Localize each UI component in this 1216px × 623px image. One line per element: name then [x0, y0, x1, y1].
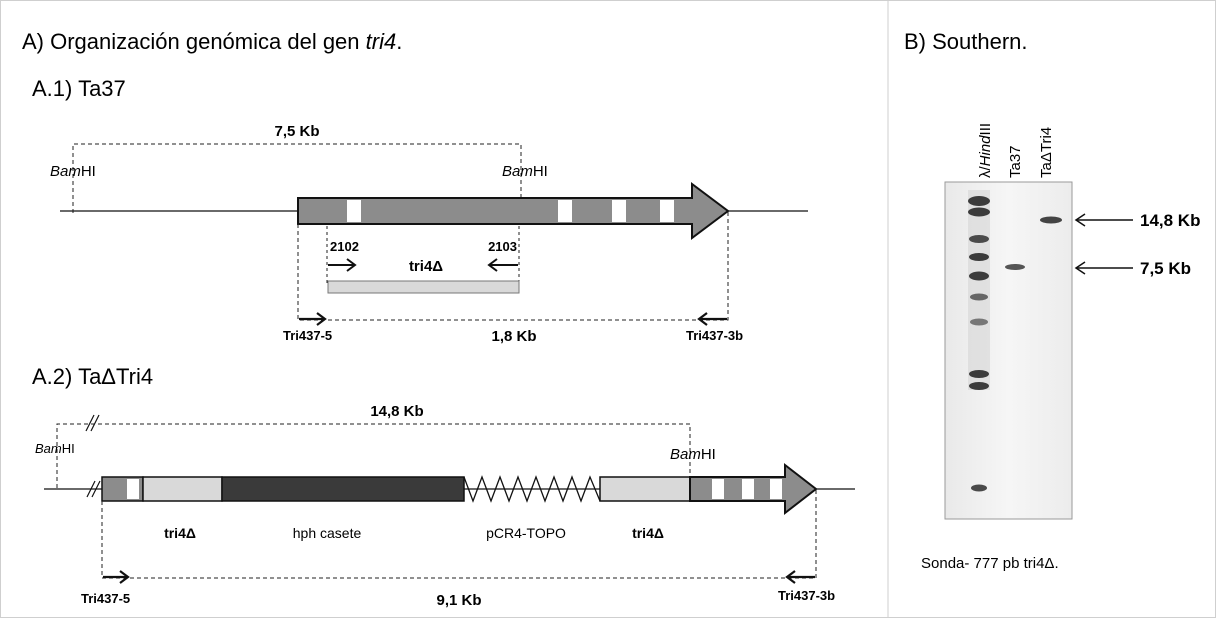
ladder-band [970, 293, 988, 301]
a2-tri4-delta-left-segment [142, 476, 223, 502]
a2-primer-tri437-3b-arrow [785, 570, 815, 584]
a2-break-mark-top [85, 414, 95, 432]
a1-amplicon-bracket [297, 211, 729, 321]
a1-intron-3 [612, 200, 626, 222]
a2-amplicon-bracket [101, 489, 817, 579]
band-arrow-7-5 [1074, 261, 1133, 275]
a1-tri4-delta-fragment [327, 280, 520, 294]
a2-intron-3 [770, 479, 782, 499]
band-label-14-8: 14,8 Kb [1140, 211, 1200, 230]
ladder-band [970, 318, 988, 326]
a2-primer-tri437-5-arrow [103, 570, 130, 584]
ladder-band [971, 484, 987, 492]
lane-3-label: TaΔTri4 [1038, 127, 1055, 178]
a2-pcr4-topo-vector [463, 475, 601, 503]
a1-tri4-gene-arrow [297, 182, 730, 240]
ladder-band [969, 370, 989, 378]
a1-primer-2102-label: 2102 [330, 239, 359, 254]
a2-tri4-delta-right-label: tri4Δ [632, 525, 664, 541]
a1-primer-rev-label: Tri437-3b [686, 328, 743, 343]
a2-diagram: 14,8 Kb BamHI BamHI tri4Δ hph casete pCR… [35, 403, 855, 609]
a1-label: A.1) Ta37 [32, 76, 126, 101]
ladder-band [969, 271, 989, 281]
a2-bamhi-right: BamHI [670, 446, 716, 463]
a2-amplicon-size: 9,1 Kb [436, 592, 481, 609]
a1-diagram: 7,5 Kb BamHI BamHI 2102 2103 tri4Δ [50, 123, 808, 345]
lane-2-label: Ta37 [1007, 145, 1024, 178]
panel-a-title: A) Organización genómica del gen tri4. [22, 29, 402, 54]
panel-b-title: B) Southern. [904, 29, 1028, 54]
band-label-7-5: 7,5 Kb [1140, 259, 1191, 278]
a1-intron-4 [660, 200, 674, 222]
a1-primer-tri437-3b-arrow [697, 312, 727, 326]
a1-primer-2103-label: 2103 [488, 239, 517, 254]
ladder-band [968, 196, 990, 206]
a1-amplicon-size: 1,8 Kb [491, 328, 536, 345]
a2-tri4-delta-left-label: tri4Δ [164, 525, 196, 541]
a1-size-label: 7,5 Kb [274, 123, 319, 140]
ladder-band [969, 235, 989, 243]
ladder-band [969, 253, 989, 261]
band-arrow-14-8 [1074, 213, 1133, 227]
a1-tri4-delta-label: tri4Δ [409, 258, 443, 275]
lane-1-label: λ/HindIII [977, 123, 994, 178]
ladder-smear [968, 190, 990, 390]
a1-bamhi-left: BamHI [50, 163, 96, 180]
gel-membrane [944, 181, 1073, 520]
a2-intron-2 [742, 479, 754, 499]
a1-bamhi-right: BamHI [502, 163, 548, 180]
a1-primer-tri437-5-arrow [299, 312, 327, 326]
a2-tri4-delta-right-segment [599, 476, 691, 502]
a1-primer-2103-arrow [487, 258, 518, 272]
a2-pcr4-label: pCR4-TOPO [486, 525, 566, 541]
probe-caption: Sonda- 777 pb tri4Δ. [921, 555, 1059, 572]
southern-blot-gel [944, 181, 1073, 520]
a2-label: A.2) TaΔTri4 [32, 364, 153, 389]
a2-hph-cassette [221, 476, 465, 502]
a2-size-label: 14,8 Kb [370, 403, 423, 420]
a2-bamhi-left: BamHI [35, 441, 75, 456]
tadeltatri4-band [1040, 216, 1062, 224]
a2-hph-label: hph casete [293, 525, 362, 541]
a2-primer-rev-label: Tri437-3b [778, 588, 835, 603]
a1-intron-2 [558, 200, 572, 222]
a2-intron-1 [712, 479, 724, 499]
a1-primer-fwd-label: Tri437-5 [283, 328, 332, 343]
a2-primer-fwd-label: Tri437-5 [81, 591, 130, 606]
ladder-band [969, 382, 989, 390]
a2-intron-left [127, 479, 139, 499]
a1-intron-1 [347, 200, 361, 222]
a2-break-mark [86, 480, 96, 498]
ladder-band [968, 207, 990, 217]
a1-primer-2102-arrow [328, 258, 357, 272]
ta37-band [1005, 264, 1025, 270]
a2-bamhi-fragment-bracket [56, 423, 691, 488]
